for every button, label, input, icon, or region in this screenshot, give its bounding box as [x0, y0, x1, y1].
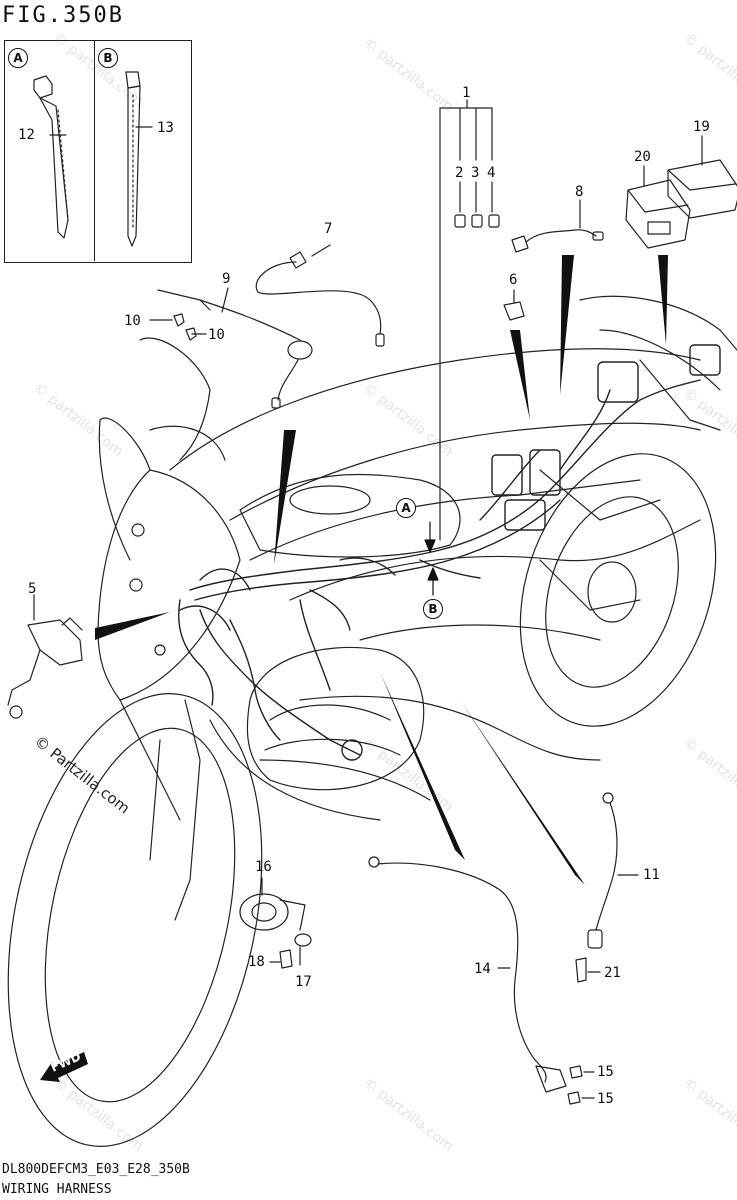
part-label-4: 4	[487, 165, 496, 181]
clip-part-6	[503, 289, 525, 321]
sensor-part-11	[587, 792, 639, 949]
sensor-lead-part-7	[255, 251, 385, 347]
rear-wheel	[519, 453, 717, 727]
forward-arrow-icon	[40, 1052, 88, 1082]
part-label-6: 6	[509, 272, 518, 288]
cable-tie-part-13	[125, 71, 141, 247]
inset-box	[4, 40, 192, 263]
part-label-1: 1	[462, 85, 471, 101]
figure-code: DL800DEFCM3_E03_E28_350B	[2, 1162, 190, 1177]
main-wiring-harness	[178, 344, 721, 761]
speed-sensor-part-14	[368, 856, 567, 1093]
control-module-part-19	[667, 135, 737, 219]
washer-part-17	[294, 933, 312, 966]
connector-bracket-part-5	[7, 617, 83, 719]
relay-module-part-20	[625, 165, 691, 249]
front-fairing	[97, 337, 241, 921]
screw-part-15	[567, 1065, 595, 1105]
part-label-16: 16	[255, 859, 272, 875]
figure-title: FIG.350B	[2, 3, 124, 28]
part-label-2: 2	[455, 165, 464, 181]
part-label-21: 21	[604, 965, 621, 981]
part-label-9: 9	[222, 271, 231, 287]
horn-part-16	[239, 877, 306, 931]
part-label-7: 7	[324, 221, 333, 237]
screw-part-10	[173, 313, 197, 341]
part-label-15b: 15	[597, 1091, 614, 1107]
fuel-tank	[239, 473, 461, 558]
leader-part-1	[439, 99, 493, 541]
fuses-parts-2-3-4	[454, 214, 500, 228]
location-marker-a: A	[396, 498, 416, 518]
part-label-10b: 10	[208, 327, 225, 343]
inset-divider	[94, 40, 95, 261]
part-label-10a: 10	[124, 313, 141, 329]
part-label-18: 18	[248, 954, 265, 970]
part-label-19: 19	[693, 119, 710, 135]
location-marker-b: B	[423, 599, 443, 619]
inset-b-marker: B	[98, 48, 118, 68]
inset-a-marker: A	[8, 48, 28, 68]
lead-part-8	[511, 199, 604, 253]
part-label-15a: 15	[597, 1064, 614, 1080]
part-label-13: 13	[157, 120, 174, 136]
sub-harness-part-9	[157, 289, 313, 409]
bolt-part-18	[269, 949, 293, 969]
part-label-17: 17	[295, 974, 312, 990]
part-label-5: 5	[28, 581, 37, 597]
part-label-11: 11	[643, 867, 660, 883]
part-label-20: 20	[634, 149, 651, 165]
cable-clamp-part-12	[33, 75, 69, 239]
callout-wedges	[95, 255, 668, 885]
marker-arrows	[424, 521, 439, 596]
part-label-12: 12	[18, 127, 35, 143]
part-label-3: 3	[471, 165, 480, 181]
front-wheel	[7, 693, 263, 1147]
motorcycle-frame	[169, 295, 737, 821]
part-label-14: 14	[474, 961, 491, 977]
figure-caption: WIRING HARNESS	[2, 1182, 112, 1197]
engine	[246, 646, 425, 791]
bolt-part-21	[575, 957, 601, 983]
part-label-8: 8	[575, 184, 584, 200]
